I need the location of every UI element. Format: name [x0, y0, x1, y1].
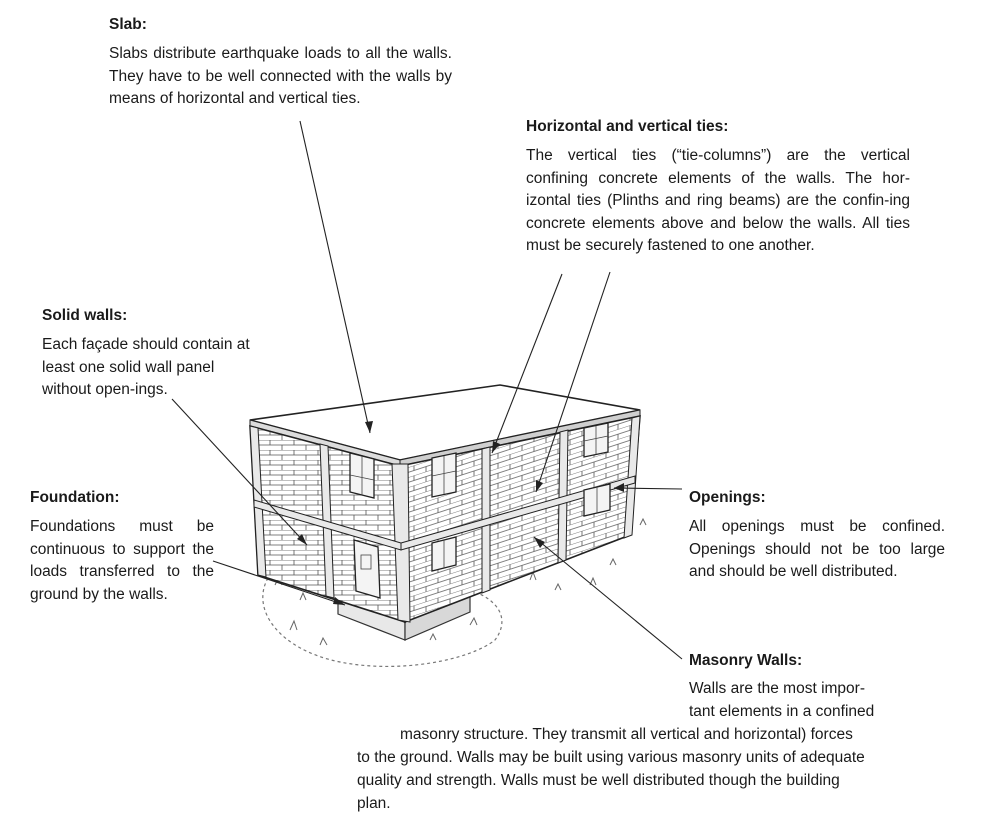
- masonry-walls-line: plan.: [357, 795, 391, 812]
- openings-text: All openings must be confined. Openings …: [689, 518, 945, 581]
- ties-text: The vertical ties (“tie-columns”) are th…: [526, 147, 910, 255]
- masonry-walls-line: tant elements in a confined: [689, 703, 875, 720]
- ties-annotation: Horizontal and vertical ties: The vertic…: [526, 117, 910, 258]
- leader-lines: [171, 120, 683, 660]
- solid-walls-text: Each façade should contain at least one …: [42, 336, 250, 399]
- ties-title: Horizontal and vertical ties:: [526, 118, 729, 135]
- masonry-walls-title: Masonry Walls:: [689, 652, 803, 669]
- openings-annotation: Openings: All openings must be confined.…: [689, 488, 945, 584]
- ties: [249, 415, 641, 623]
- masonry-walls-line: to the ground. Walls may be built using …: [357, 749, 865, 766]
- foundation-text: Foundations must be continuous to suppor…: [30, 518, 214, 603]
- foundation-annotation: Foundation: Foundations must be continuo…: [30, 488, 214, 606]
- slab-title: Slab:: [109, 16, 147, 33]
- foundation-title: Foundation:: [30, 489, 120, 506]
- masonry-walls-line: Walls are the most impor-: [689, 680, 865, 697]
- openings-title: Openings:: [689, 489, 766, 506]
- masonry-walls-line: masonry structure. They transmit all ver…: [400, 726, 853, 743]
- solid-walls-annotation: Solid walls: Each façade should contain …: [42, 306, 256, 402]
- solid-walls-title: Solid walls:: [42, 307, 128, 324]
- masonry-walls-line: quality and strength. Walls must be well…: [357, 772, 840, 789]
- slab-annotation: Slab: Slabs distribute earthquake loads …: [109, 15, 452, 111]
- slab-text: Slabs distribute earthquake loads to all…: [109, 45, 452, 108]
